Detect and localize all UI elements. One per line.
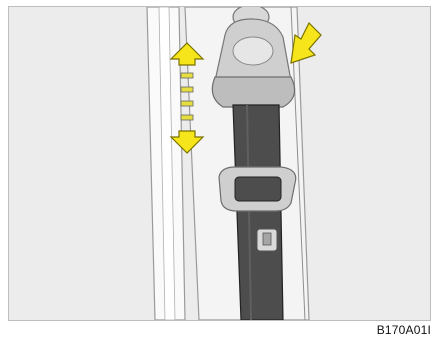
figure-code: B170A01I xyxy=(377,323,431,337)
seat-belt-webbing xyxy=(233,105,283,320)
seat-belt-height-adjuster-illustration xyxy=(9,7,430,320)
figure-frame xyxy=(8,6,431,321)
webbing-guide xyxy=(219,167,296,211)
belt-stopper-button xyxy=(257,229,277,251)
